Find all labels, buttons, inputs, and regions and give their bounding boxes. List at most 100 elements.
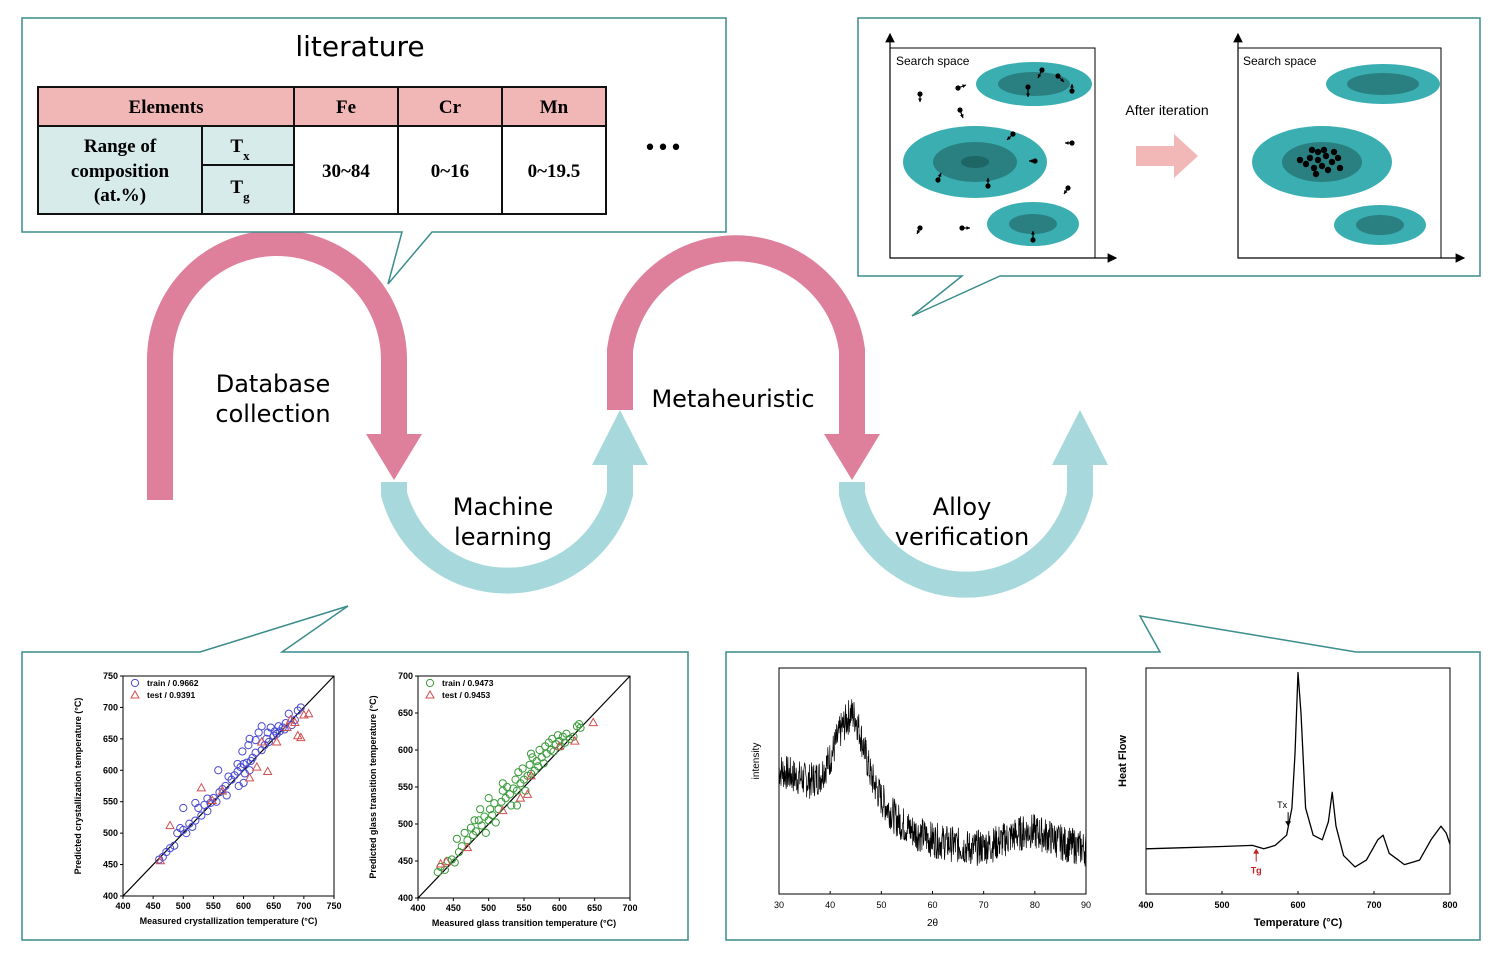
agent-head-13: [916, 230, 921, 234]
point-0-66: [233, 759, 242, 769]
point-0-53: [549, 747, 558, 756]
point-0-45: [535, 745, 544, 755]
x-tick-label: 50: [876, 900, 886, 910]
point-0-69: [526, 749, 536, 758]
converged-agent-9: [1314, 156, 1322, 164]
agent-head-6: [1060, 78, 1064, 82]
x-tick-label: 600: [1290, 900, 1305, 910]
x-axis-label: Measured crystallization temperature (°C…: [140, 916, 318, 926]
converged-agent-6: [1302, 160, 1310, 168]
literature-callout: literature Elements Fe Cr Mn Range of co…: [21, 17, 727, 285]
agent-head-8: [1029, 159, 1033, 163]
tg-marker-head: [1253, 848, 1260, 854]
point-0-22: [221, 781, 230, 791]
x-tick-label: 400: [1138, 900, 1153, 910]
y-tick-label: 750: [103, 671, 118, 681]
point-0-18: [212, 797, 221, 806]
agent-head-1: [962, 84, 966, 89]
point-0-23: [494, 805, 503, 814]
y-tick-label: 450: [103, 860, 118, 870]
converged-agent-13: [1330, 148, 1338, 156]
pink-arrow-database: [147, 230, 407, 500]
legend-marker-0: [130, 678, 140, 688]
legend-marker-1: [130, 689, 140, 699]
xrd-trace: [778, 699, 1087, 867]
point-1-7: [262, 766, 273, 776]
point-1-3: [207, 795, 218, 804]
region-left-mid: [903, 126, 1047, 198]
step-learning: learning: [454, 523, 552, 551]
y-tick-label: 650: [103, 734, 118, 744]
row-label-line2: composition: [71, 161, 170, 182]
range-fe: 30~84: [322, 161, 370, 182]
point-0-52: [280, 725, 289, 734]
y-tick-label: 600: [103, 765, 118, 775]
x-tick-label: 500: [481, 903, 496, 913]
verification-callout-frame: [725, 615, 1481, 941]
point-0-19: [214, 766, 223, 775]
agent-head-14: [966, 226, 970, 230]
region-right-top: [1326, 64, 1440, 104]
point-1-4: [515, 792, 526, 802]
region-right-mid: [1252, 126, 1392, 198]
dsc-trace: [1145, 671, 1451, 868]
point-1-1: [441, 856, 452, 866]
point-0-65: [257, 722, 266, 731]
x-axis-label: 2θ: [927, 918, 939, 929]
point-0-58: [296, 703, 305, 712]
point-0-70: [470, 816, 479, 825]
point-0-2: [440, 865, 449, 874]
point-0-17: [481, 828, 490, 837]
point-0-68: [512, 801, 522, 810]
y-tick-label: 450: [398, 856, 413, 866]
y-tick-label: 550: [103, 797, 118, 807]
x-tick-label: 750: [326, 901, 341, 911]
x-tick-label: 90: [1081, 900, 1091, 910]
point-1-15: [256, 736, 267, 746]
agent-head-5: [1026, 93, 1030, 97]
point-0-11: [191, 816, 200, 825]
legend-label-1: test / 0.9453: [442, 690, 490, 700]
y-axis-label: Predicted crystallization temperature (°…: [73, 698, 83, 875]
point-1-12: [295, 732, 306, 742]
converged-agent-11: [1308, 146, 1316, 154]
table-ellipsis: •••: [644, 136, 683, 161]
converged-agent-12: [1296, 156, 1304, 164]
x-tick-label: 550: [206, 901, 221, 911]
point-1-8: [271, 736, 282, 746]
search-callout: Search space After iteration Search spac…: [857, 17, 1481, 317]
point-0-23: [222, 791, 231, 800]
point-0-3: [165, 844, 175, 853]
point-0-28: [505, 790, 514, 799]
y-axis-label: Predicted glass transition temperature (…: [368, 695, 378, 878]
point-0-51: [278, 723, 287, 732]
point-0-15: [477, 821, 486, 830]
point-0-67: [498, 779, 507, 788]
point-0-34: [244, 741, 253, 750]
x-tick-label: 450: [446, 903, 461, 913]
pink-arrow-metaheuristic: [607, 235, 865, 440]
region-right-bottom: [1334, 205, 1426, 245]
x-tick-label: 500: [1214, 900, 1229, 910]
x-tick-label: 40: [825, 900, 835, 910]
point-1-14: [303, 708, 314, 718]
table-header-elements: Elements: [129, 97, 204, 118]
y-tick-label: 400: [103, 891, 118, 901]
point-0-13: [197, 811, 206, 820]
legend-label-1: test / 0.9391: [147, 690, 195, 700]
after-iteration-label: After iteration: [1125, 102, 1208, 118]
x-tick-label: 700: [622, 903, 637, 913]
point-1-3: [497, 805, 508, 815]
y-axis-label: Heat Flow: [1117, 735, 1129, 787]
x-tick-label: 500: [176, 901, 191, 911]
point-0-19: [485, 805, 495, 814]
agent-head-11: [1065, 141, 1069, 145]
y-tick-label: 500: [398, 819, 413, 829]
point-0-8: [460, 828, 469, 837]
